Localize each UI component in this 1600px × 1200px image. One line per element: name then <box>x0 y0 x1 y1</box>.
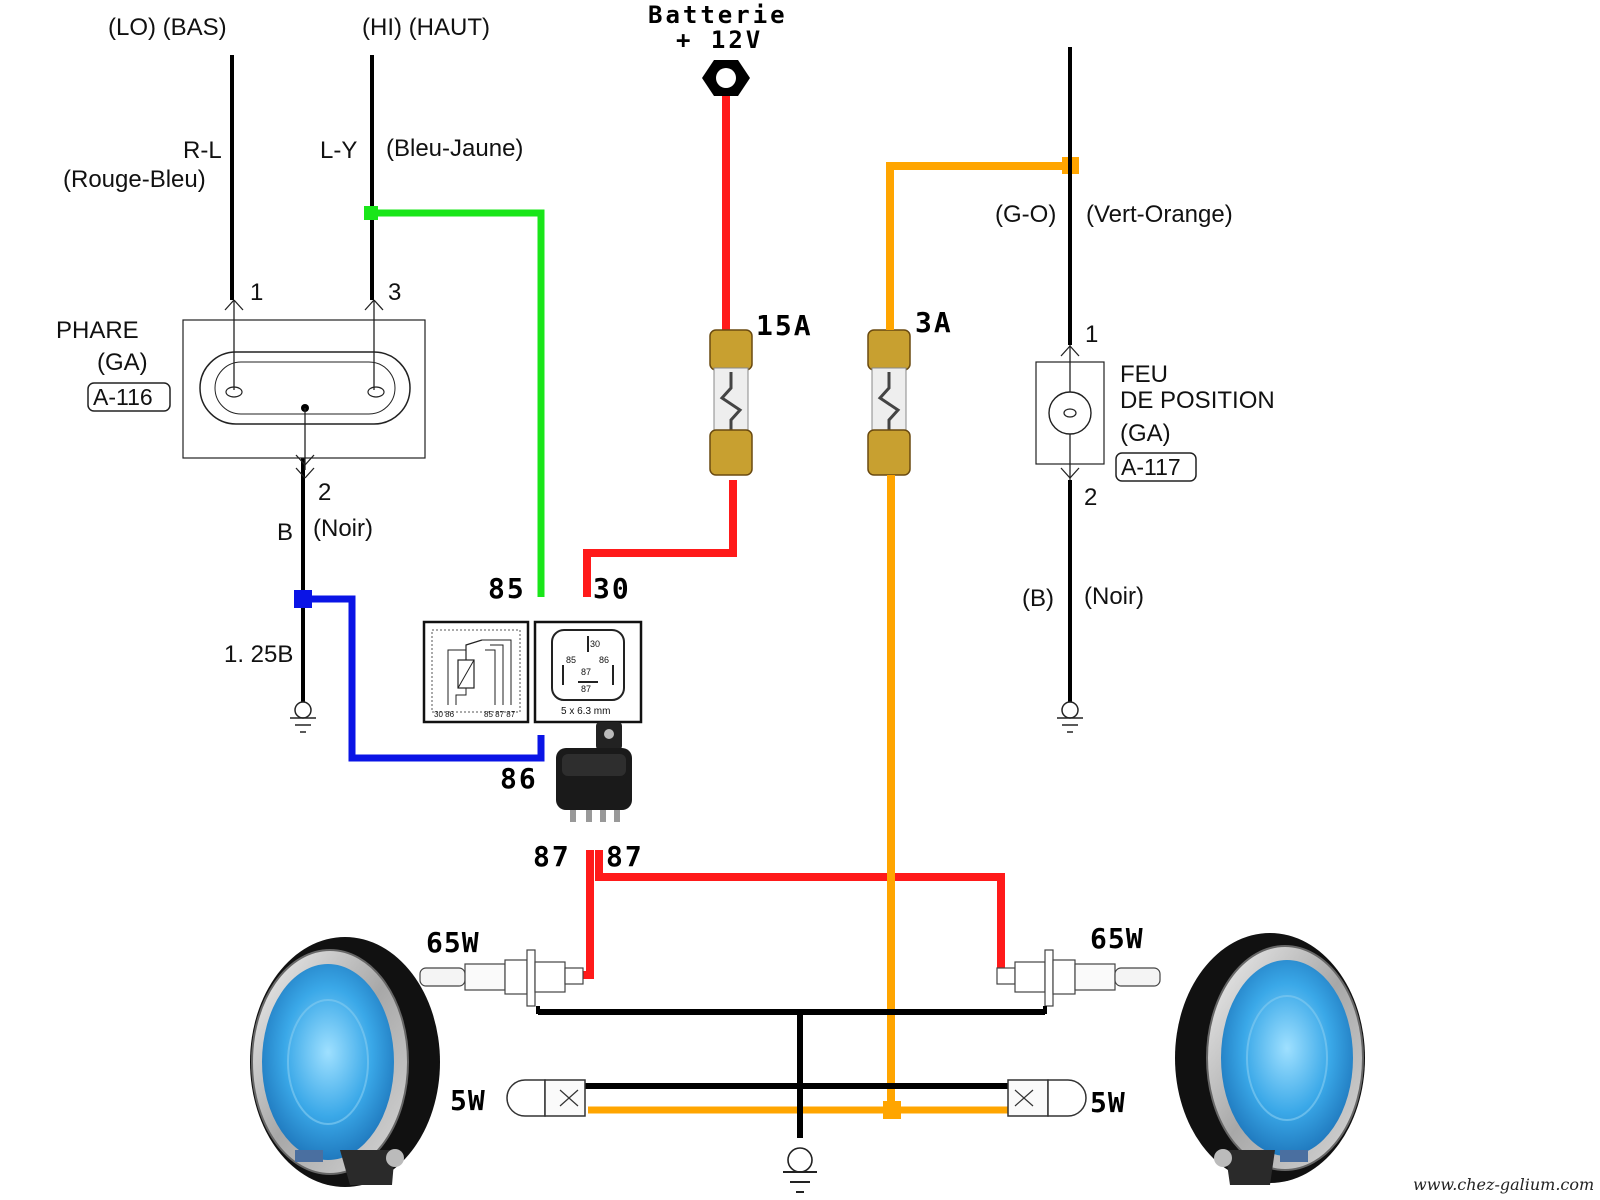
relay-schematic-panel <box>422 620 530 724</box>
ground-symbol-right <box>1057 701 1083 733</box>
left-high-beam-bulb <box>419 949 584 1014</box>
blue-wire <box>303 595 545 762</box>
relay-schematic-pins: 30 86 <box>434 710 455 719</box>
fuse-3a <box>867 329 911 476</box>
pos-ground-fr: (Noir) <box>1084 583 1144 610</box>
wire-rl-fr-label: (Rouge-Bleu) <box>63 166 206 193</box>
relay-pin-85: 85 <box>488 572 526 605</box>
pos-pin-2: 2 <box>1084 484 1097 511</box>
orange-wire-main <box>886 162 1070 330</box>
battery-voltage: + 12V <box>676 26 763 54</box>
hi-label: (HI) (HAUT) <box>362 14 490 41</box>
right-high-beam-bulb <box>996 949 1161 1014</box>
phare-pin-3: 3 <box>388 279 401 306</box>
relay-pinout-panel <box>533 620 643 724</box>
relay-schematic-pins-right: 85 87 87 <box>484 710 516 719</box>
ground-wire-fr: (Noir) <box>313 515 373 542</box>
right-pos-wattage: 5W <box>1090 1086 1126 1119</box>
relay-face-87b: 87 <box>581 684 591 694</box>
left-fog-lamp <box>250 937 440 1187</box>
phare-pin-2: 2 <box>318 479 331 506</box>
left-pos-wattage: 5W <box>450 1084 486 1117</box>
right-fog-lamp <box>1175 933 1365 1185</box>
ground-bus <box>538 1009 1045 1193</box>
battery-terminal <box>702 60 750 96</box>
red-wire-relay-left <box>580 850 594 979</box>
fuse-15a <box>709 329 753 476</box>
ground-gauge: 1. 25B <box>224 641 293 668</box>
wire-rl-label: R-L <box>183 137 222 164</box>
green-wire <box>372 209 545 597</box>
phare-code: A-116 <box>93 384 153 410</box>
pos-name-1: FEU <box>1120 361 1168 388</box>
relay-pin-30: 30 <box>593 572 631 605</box>
ground-wire-b: B <box>277 519 293 546</box>
right-position-bulb <box>1007 1079 1087 1117</box>
ground-symbol-left <box>290 701 316 733</box>
fuse-3a-label: 3A <box>915 306 953 339</box>
pos-code-box <box>1115 452 1197 482</box>
phare-pin-1: 1 <box>250 279 263 306</box>
left-high-wattage: 65W <box>426 926 480 959</box>
relay-pin-87a: 87 <box>533 840 571 873</box>
phare-side: (GA) <box>97 349 148 376</box>
relay-spec: 5 x 6.3 mm <box>561 706 610 717</box>
red-wire-relay-right <box>595 850 1005 973</box>
relay-pin-87b: 87 <box>606 840 644 873</box>
red-wire-fuse-relay <box>583 480 737 597</box>
pos-code: A-117 <box>1121 454 1181 480</box>
pos-name-2: DE POSITION <box>1120 387 1275 414</box>
relay-face-86: 86 <box>599 655 609 665</box>
fuse-15a-label: 15A <box>756 309 813 342</box>
battery-title: Batterie <box>648 1 788 29</box>
wire-ly-label: L-Y <box>320 137 357 164</box>
pos-side: (GA) <box>1120 420 1171 447</box>
position-light-component <box>1035 345 1105 480</box>
pos-wire-fr-label: (Vert-Orange) <box>1086 201 1233 228</box>
pos-ground-wire: (B) <box>1022 585 1054 612</box>
relay-face-85: 85 <box>566 655 576 665</box>
pos-wire-label: (G-O) <box>995 201 1056 228</box>
lo-label: (LO) (BAS) <box>108 14 227 41</box>
phare-code-box <box>87 382 171 412</box>
relay-pin-86: 86 <box>500 762 538 795</box>
phare-name: PHARE <box>56 317 139 344</box>
relay-body <box>556 722 632 822</box>
pos-pin-1: 1 <box>1085 321 1098 348</box>
left-position-bulb <box>506 1079 586 1117</box>
phare-component <box>182 299 426 479</box>
wire-ly-fr-label: (Bleu-Jaune) <box>386 135 523 162</box>
relay-face-30: 30 <box>590 639 600 649</box>
watermark: www.chez-galium.com <box>1413 1175 1594 1194</box>
relay-face-87: 87 <box>581 667 591 677</box>
right-high-wattage: 65W <box>1090 922 1144 955</box>
